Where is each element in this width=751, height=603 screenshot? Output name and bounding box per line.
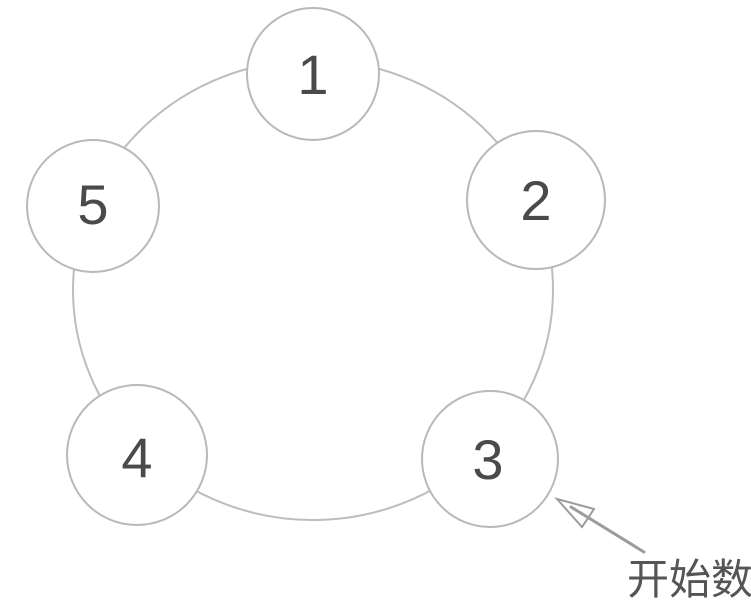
node-1-number: 1 [297,43,328,106]
arrow-head [554,497,596,529]
node-1: 1 [246,7,380,141]
node-2: 2 [466,130,606,270]
start-pointer-arrow-icon [554,497,646,554]
node-4-number: 4 [121,426,152,489]
node-5-circle [26,139,160,273]
arrow-shaft [569,505,646,554]
node-5-number: 5 [77,173,108,236]
node-2-number: 2 [520,169,551,232]
node-4-circle [66,384,208,526]
node-5: 5 [26,139,160,273]
node-3-circle [421,390,559,528]
node-2-circle [466,130,606,270]
node-1-circle [246,7,380,141]
node-3-number: 3 [472,428,503,491]
node-3: 3 [421,390,559,528]
node-4: 4 [66,384,208,526]
start-label: 开始数 [627,556,751,603]
